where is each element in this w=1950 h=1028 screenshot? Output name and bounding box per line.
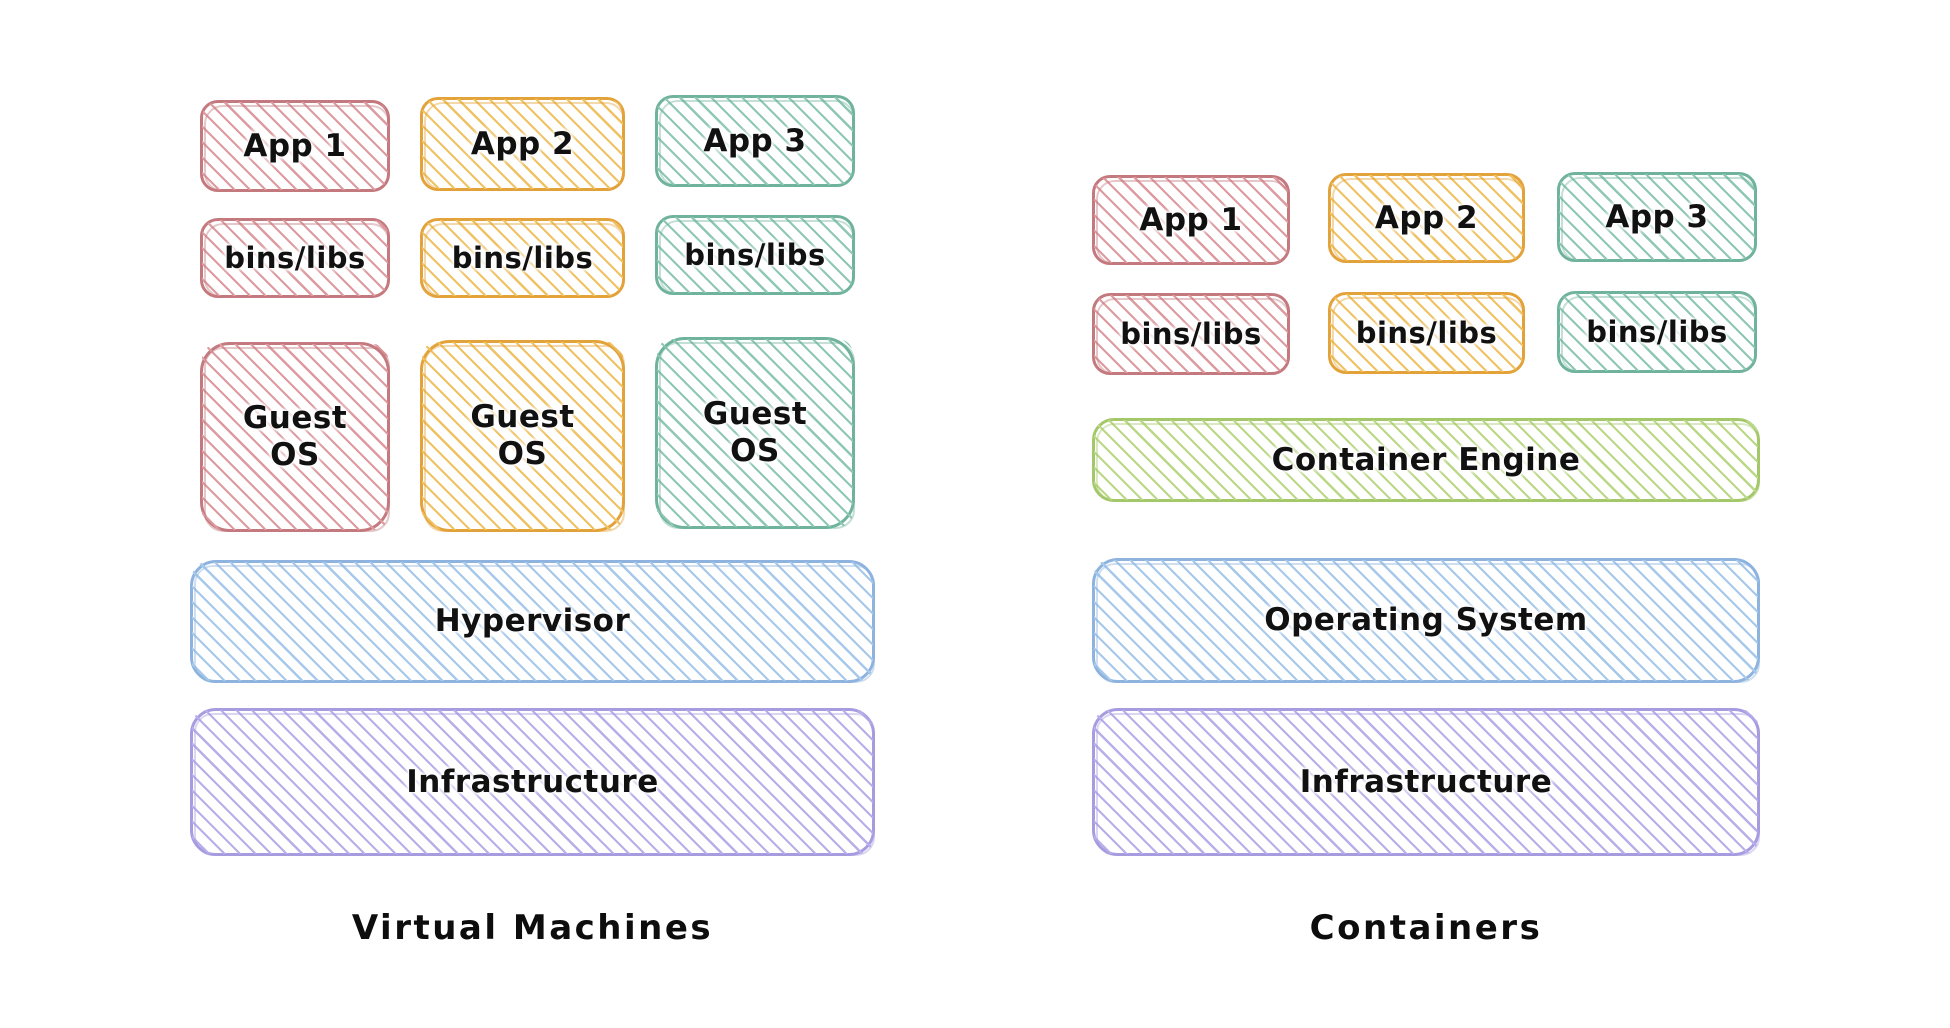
vm-app-3-box[interactable]: App 3 bbox=[655, 95, 855, 187]
container-bins-libs-1-label: bins/libs bbox=[1120, 316, 1262, 351]
vm-guest-os-2-box[interactable]: Guest OS bbox=[420, 340, 625, 532]
container-operating-system-bar[interactable]: Operating System bbox=[1092, 558, 1760, 683]
vm-app-3-label: App 3 bbox=[703, 122, 807, 159]
vm-bins-libs-3-label: bins/libs bbox=[684, 237, 826, 272]
vm-bins-libs-3-box[interactable]: bins/libs bbox=[655, 215, 855, 295]
vm-bins-libs-1-box[interactable]: bins/libs bbox=[200, 218, 390, 298]
virtual-machines-caption: Virtual Machines bbox=[351, 908, 714, 948]
vm-app-2-label: App 2 bbox=[470, 125, 575, 162]
vm-bins-libs-2-label: bins/libs bbox=[451, 240, 594, 275]
container-bins-libs-3-box[interactable]: bins/libs bbox=[1557, 291, 1757, 373]
container-infrastructure-bar[interactable]: Infrastructure bbox=[1092, 708, 1760, 856]
container-bins-libs-2-box[interactable]: bins/libs bbox=[1328, 292, 1525, 374]
vm-bins-libs-1-label: bins/libs bbox=[224, 240, 366, 275]
container-engine-bar[interactable]: Container Engine bbox=[1092, 418, 1760, 502]
container-infrastructure-label: Infrastructure bbox=[1299, 763, 1553, 800]
container-app-3-label: App 3 bbox=[1605, 198, 1709, 235]
vm-app-1-label: App 1 bbox=[243, 127, 347, 164]
container-bins-libs-3-label: bins/libs bbox=[1586, 314, 1728, 349]
vm-app-1-box[interactable]: App 1 bbox=[200, 100, 390, 192]
vm-guest-os-3-label: Guest OS bbox=[702, 396, 808, 469]
containers-caption: Containers bbox=[1309, 908, 1543, 948]
container-bins-libs-1-box[interactable]: bins/libs bbox=[1092, 293, 1290, 375]
container-operating-system-label: Operating System bbox=[1264, 602, 1588, 639]
container-app-1-box[interactable]: App 1 bbox=[1092, 175, 1290, 265]
container-app-1-label: App 1 bbox=[1139, 201, 1243, 238]
vm-infrastructure-label: Infrastructure bbox=[406, 763, 659, 800]
container-bins-libs-2-label: bins/libs bbox=[1355, 315, 1498, 350]
vm-infrastructure-bar[interactable]: Infrastructure bbox=[190, 708, 875, 856]
vm-hypervisor-bar[interactable]: Hypervisor bbox=[190, 560, 875, 683]
container-app-3-box[interactable]: App 3 bbox=[1557, 172, 1757, 262]
vm-guest-os-2-label: Guest OS bbox=[470, 399, 575, 472]
vm-hypervisor-label: Hypervisor bbox=[434, 603, 631, 640]
vm-guest-os-1-label: Guest OS bbox=[242, 400, 348, 473]
vm-app-2-box[interactable]: App 2 bbox=[420, 97, 625, 191]
container-engine-label: Container Engine bbox=[1271, 441, 1581, 478]
vm-guest-os-1-box[interactable]: Guest OS bbox=[200, 342, 390, 532]
container-app-2-label: App 2 bbox=[1374, 199, 1479, 236]
vm-bins-libs-2-box[interactable]: bins/libs bbox=[420, 218, 625, 298]
vm-guest-os-3-box[interactable]: Guest OS bbox=[655, 337, 855, 529]
container-app-2-box[interactable]: App 2 bbox=[1328, 173, 1525, 263]
